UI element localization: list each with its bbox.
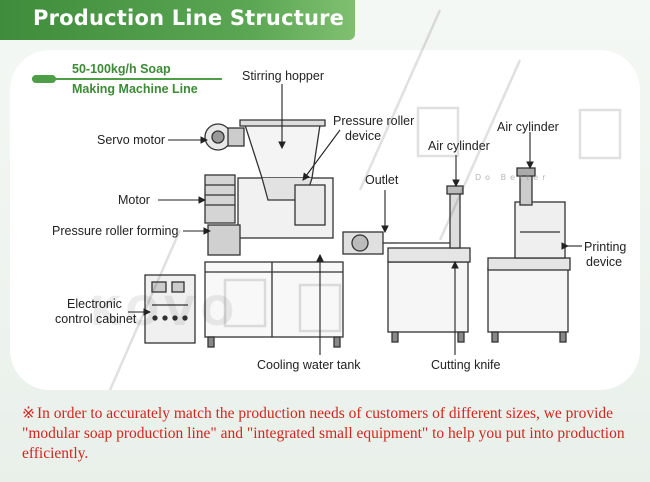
label-motor: Motor [118, 193, 150, 207]
label-pressure-roller-forming: Pressure roller forming [52, 224, 178, 238]
subtitle: 50-100kg/h Soap Making Machine Line [12, 62, 222, 102]
note-body: In order to accurately match the product… [22, 405, 625, 462]
control-cabinet [144, 274, 196, 344]
note-symbol: ※ [22, 405, 35, 422]
subtitle-rule [32, 78, 222, 80]
label-cooling-water-tank: Cooling water tank [257, 358, 361, 372]
subtitle-line1: 50-100kg/h Soap [72, 62, 171, 76]
page-title: Production Line Structure [33, 6, 345, 30]
label-air-cylinder-print: Air cylinder [497, 120, 559, 134]
label-servo-motor: Servo motor [97, 133, 165, 147]
label-stirring-hopper: Stirring hopper [242, 69, 324, 83]
label-printing-device-2: device [586, 255, 622, 269]
leader-lines [128, 84, 582, 355]
title-bar: Production Line Structure [0, 0, 355, 40]
label-pressure-roller-device-1: Pressure roller [333, 114, 414, 128]
label-electronic-control-1: Electronic [67, 297, 122, 311]
label-printing-device-1: Printing [584, 240, 626, 254]
watermark-brand: KOVO [90, 289, 240, 335]
watermark-logo [108, 9, 622, 391]
subtitle-line2: Making Machine Line [72, 82, 198, 96]
label-outlet: Outlet [365, 173, 399, 187]
watermark-tag: Do Better [475, 173, 550, 182]
label-cutting-knife: Cutting knife [431, 358, 501, 372]
note-text: ※In order to accurately match the produc… [22, 404, 647, 464]
label-air-cylinder-cut: Air cylinder [428, 139, 490, 153]
cutting-table [387, 185, 471, 343]
label-electronic-control-2: control cabinet [55, 312, 137, 326]
label-pressure-roller-device-2: device [345, 129, 381, 143]
printing-machine [487, 167, 571, 343]
